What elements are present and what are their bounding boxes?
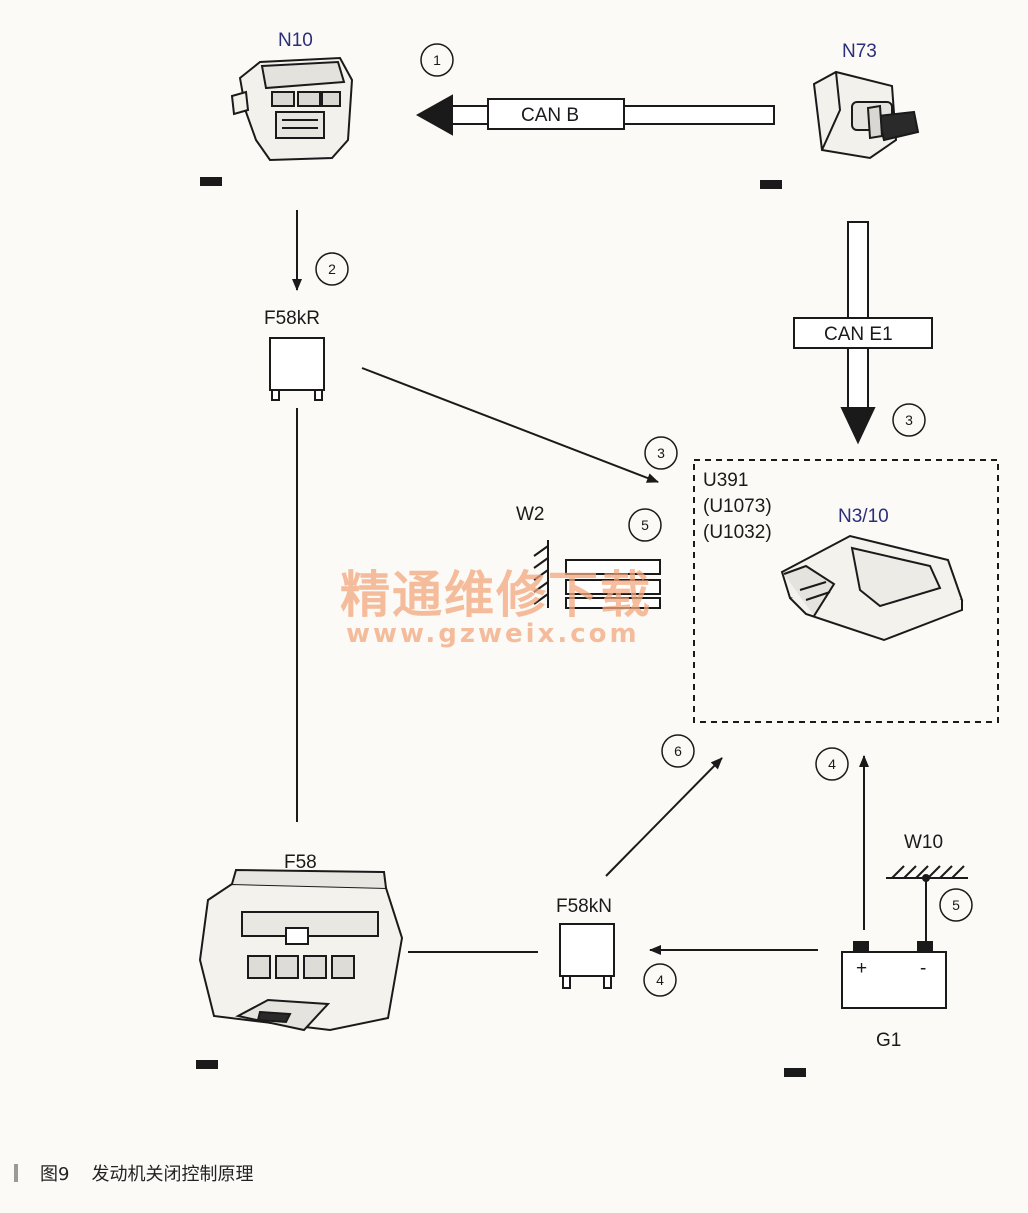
step-marker: 6 — [661, 734, 695, 768]
f58kr-label: F58kR — [264, 308, 320, 329]
u1032-label: (U1032) — [703, 522, 772, 543]
n3-10-label: N3/10 — [838, 506, 889, 527]
ref-marker-icon — [760, 180, 782, 189]
caption-title: 发动机关闭控制原理 — [91, 1164, 254, 1185]
battery-plus-label: + — [856, 958, 867, 979]
svg-text:5: 5 — [641, 517, 649, 533]
n10-module-icon — [230, 56, 354, 162]
can-e1-label: CAN E1 — [824, 324, 893, 345]
figure-caption: 图9 发动机关闭控制原理 — [14, 1160, 253, 1186]
f58kn-label: F58kN — [556, 896, 612, 917]
svg-text:1: 1 — [433, 52, 441, 68]
w10-ground — [886, 865, 968, 944]
u391-frame — [693, 459, 999, 723]
f58-fuse-box-icon — [198, 868, 404, 1032]
can-b-bus — [415, 94, 775, 136]
watermark-title: 精通维修下载 — [340, 566, 652, 624]
svg-text:3: 3 — [905, 412, 913, 428]
arrow-f58kr-to-u391 — [361, 367, 659, 483]
svg-text:2: 2 — [328, 261, 336, 277]
step-marker: 5 — [939, 888, 973, 922]
can-e1-bus — [793, 221, 933, 445]
w2-label: W2 — [516, 504, 545, 525]
svg-text:5: 5 — [952, 897, 960, 913]
step-marker: 2 — [315, 252, 349, 286]
step-marker: 4 — [643, 963, 677, 997]
ref-marker-icon — [196, 1060, 218, 1069]
f58kn-relay-icon — [559, 923, 615, 989]
f58kr-relay-icon — [269, 337, 325, 401]
n3-10-control-unit-icon — [780, 534, 964, 642]
svg-text:3: 3 — [657, 445, 665, 461]
g1-battery-icon — [841, 941, 947, 1009]
step-marker: 5 — [628, 508, 662, 542]
g1-label: G1 — [876, 1030, 901, 1051]
arrow-f58kn-to-u391 — [605, 757, 723, 877]
f58-label: F58 — [284, 852, 317, 873]
caption-bar — [14, 1164, 18, 1182]
svg-text:4: 4 — [656, 972, 664, 988]
n73-label: N73 — [842, 41, 877, 62]
u1073-label: (U1073) — [703, 496, 772, 517]
w10-label: W10 — [904, 832, 943, 853]
step-marker: 4 — [815, 747, 849, 781]
w2-ground — [533, 540, 661, 609]
watermark-url: www.gzweix.com — [346, 619, 640, 649]
caption-figure-number: 图9 — [40, 1164, 70, 1185]
battery-minus-label: - — [920, 958, 926, 979]
n10-label: N10 — [278, 30, 313, 51]
step-marker: 3 — [892, 403, 926, 437]
step-marker: 3 — [644, 436, 678, 470]
n73-ignition-switch-icon — [812, 70, 920, 160]
ref-marker-icon — [784, 1068, 806, 1077]
can-b-label: CAN B — [521, 105, 579, 126]
svg-text:6: 6 — [674, 743, 682, 759]
svg-text:4: 4 — [828, 756, 836, 772]
step-marker: 1 — [420, 43, 454, 77]
u391-label: U391 — [703, 470, 748, 491]
ref-marker-icon — [200, 177, 222, 186]
